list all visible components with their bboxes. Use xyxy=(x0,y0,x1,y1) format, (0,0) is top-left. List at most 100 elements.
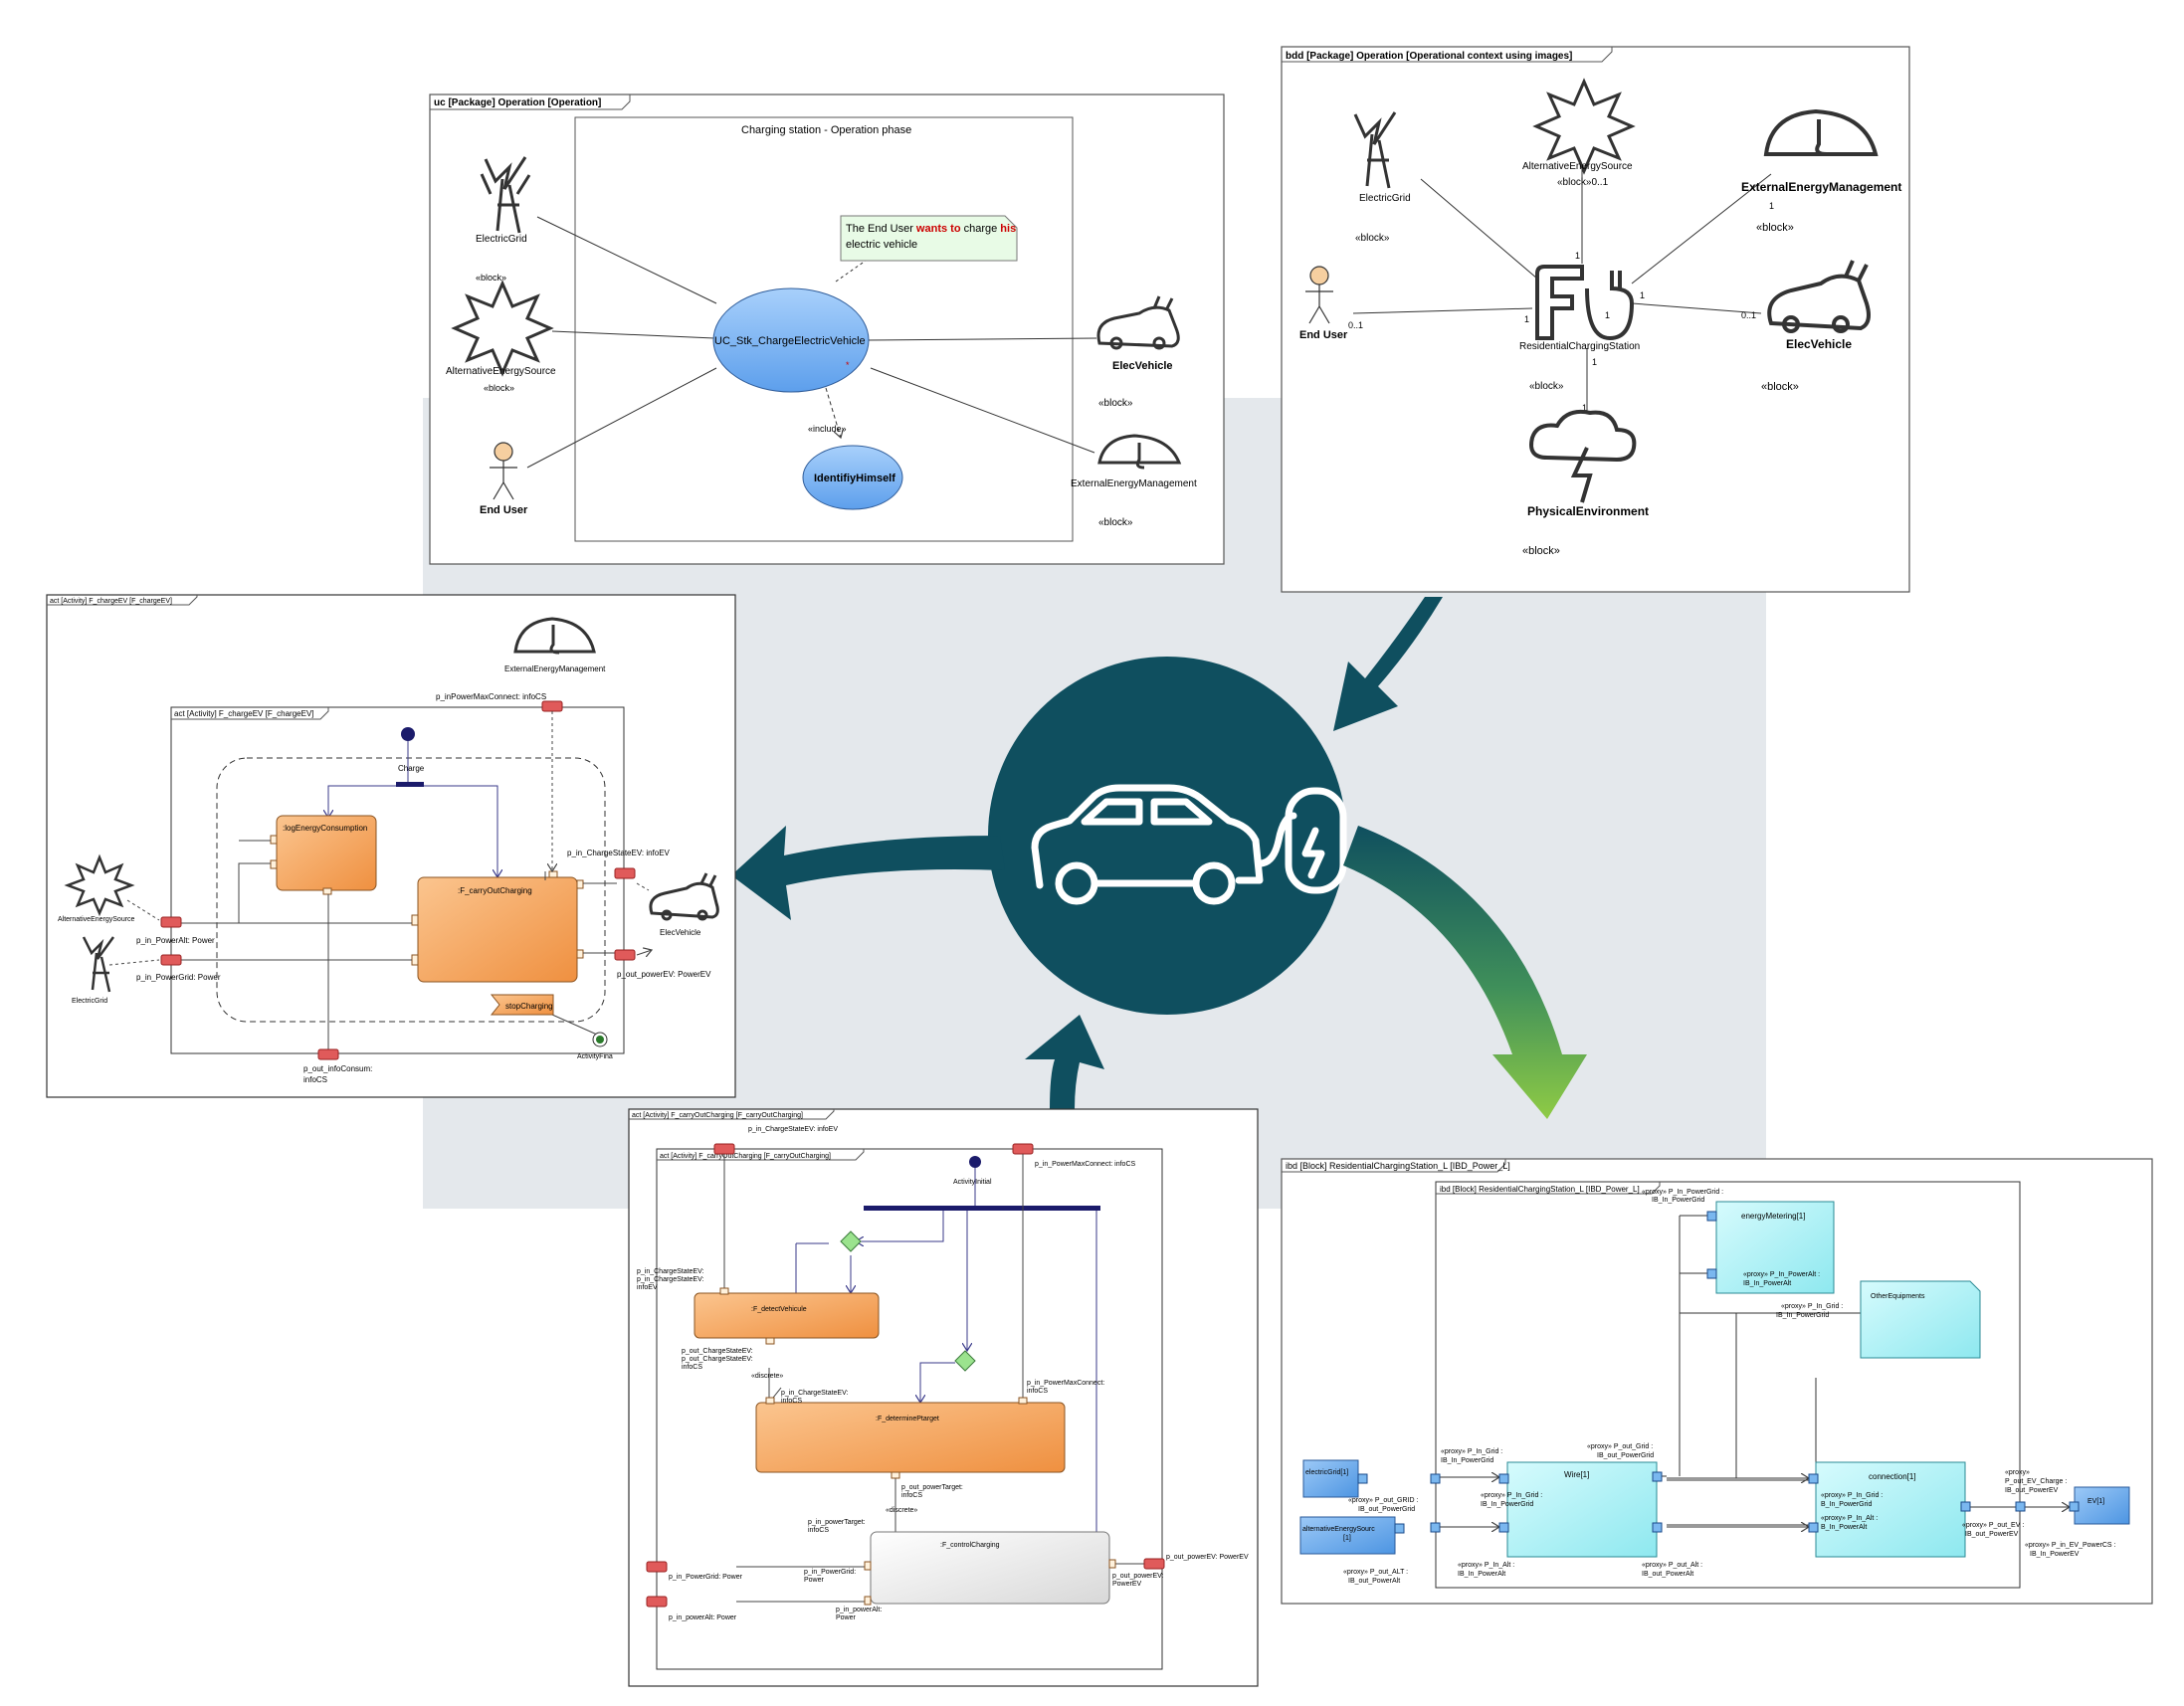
act2-outstate-label: p_out_ChargeStateEV: xyxy=(682,1348,753,1355)
bdd-alternativeenergy-icon xyxy=(1532,78,1636,175)
bdd-block-label: «block» xyxy=(1756,222,1794,234)
ibd-port-label: P_out_EV_Charge : xyxy=(2005,1478,2067,1485)
ibd-port-label: «proxy» P_In_Grid : xyxy=(1481,1492,1542,1499)
uc-stereotype: «block» xyxy=(1098,398,1133,409)
bdd-alternativeenergy-label: AlternativeEnergySource xyxy=(1522,161,1633,172)
ibd-alt-label-2: [1] xyxy=(1343,1535,1351,1542)
act1-interruptible-region xyxy=(216,757,606,1023)
uc-electricgrid-icon xyxy=(480,156,531,234)
act2-pmax-label: p_in_PowerMaxConnect: infoCS xyxy=(1035,1161,1135,1168)
ibd-grid-part[interactable] xyxy=(1302,1459,1359,1498)
act1-carry-action[interactable] xyxy=(417,876,578,983)
act2-pgrid-label: p_in_PowerGrid: Power xyxy=(669,1574,743,1581)
bdd-eem-label: ExternalEnergyManagement xyxy=(1741,180,1901,194)
ibd-other-label: OtherEquipments xyxy=(1871,1293,1925,1300)
uc-eem-label: ExternalEnergyManagement xyxy=(1071,478,1197,489)
act2-ingrid-label: p_in_PowerGrid: xyxy=(804,1569,856,1576)
act1-electricgrid-label: ElectricGrid xyxy=(72,998,107,1005)
ibd-port-label: «proxy» P_In_PowerAlt : xyxy=(1743,1271,1820,1278)
act2-pinmax-label: p_in_PowerMaxConnect: xyxy=(1027,1380,1104,1387)
uc-note xyxy=(840,215,1018,262)
act2-pin-alt xyxy=(646,1596,668,1608)
bdd-mult: 1 xyxy=(1575,251,1580,261)
act1-pin-alt xyxy=(160,916,182,928)
act1-log-label: :logEnergyConsumption xyxy=(283,824,367,833)
bdd-mult: 1 xyxy=(1524,314,1529,324)
ibd-port-label: IB_In_PowerGrid xyxy=(1652,1197,1704,1204)
ev-charging-hub xyxy=(988,657,1347,1015)
ibd-other-part[interactable] xyxy=(1860,1280,1981,1359)
ibd-ev-label: EV[1] xyxy=(2087,1498,2104,1505)
act1-pgrid-label: p_in_PowerGrid: Power xyxy=(136,973,221,982)
act1-palt-label: p_in_PowerAlt: Power xyxy=(136,936,215,945)
arrow-in-bottom xyxy=(1025,1015,1104,1109)
ibd-alt-part[interactable] xyxy=(1299,1516,1396,1555)
uc-elecvehicle-label: ElecVehicle xyxy=(1112,360,1173,372)
act2-determine-action[interactable] xyxy=(755,1402,1066,1473)
act2-outtarget-label: p_out_powerTarget: xyxy=(901,1484,963,1491)
ibd-metering-part[interactable] xyxy=(1715,1201,1835,1294)
act2-pinstatedet-label: p_in_ChargeStateEV: xyxy=(781,1390,849,1397)
uc-note-text-2: electric vehicle xyxy=(846,239,917,251)
ibd-port-label: «proxy» P_In_Grid : xyxy=(1441,1448,1502,1455)
act1-eem-icon xyxy=(513,617,596,655)
bdd-enduser-icon xyxy=(1305,266,1333,324)
ibd-ports xyxy=(1357,1211,2080,1534)
uc-main-usecase[interactable] xyxy=(712,287,870,393)
bdd-physicalenv-icon xyxy=(1529,409,1637,503)
uc-sub-usecase[interactable] xyxy=(802,445,903,510)
uc-electricgrid-label: ElectricGrid xyxy=(476,234,527,245)
ibd-port-label: «proxy» P_out_Alt : xyxy=(1642,1562,1702,1569)
ibd-alt-label: alternativeEnergySourc xyxy=(1302,1526,1375,1533)
act2-poutev-label: p_out_powerEV: PowerEV xyxy=(1166,1554,1249,1561)
act2-pin-state xyxy=(713,1143,735,1155)
ibd-port-label: IB_out_PowerEV xyxy=(2005,1487,2059,1494)
act1-final-label: ActivityFina xyxy=(577,1053,613,1060)
act2-small-pins xyxy=(719,1287,1116,1606)
bdd-block-label: «block» xyxy=(1761,381,1799,393)
ibd-port-label: IB_In_PowerGrid xyxy=(1776,1312,1829,1319)
hub-circle xyxy=(988,657,1346,1015)
act1-consum-label: p_out_infoConsum: xyxy=(303,1064,372,1073)
act2-pinstate-label: infoEV xyxy=(637,1284,658,1291)
arrow-out-left xyxy=(731,826,1005,920)
arrow-out-bottomright xyxy=(1343,826,1587,1119)
uc-main-usecase-label: UC_Stk_ChargeElectricVehicle xyxy=(714,335,866,347)
act2-pin-max xyxy=(1012,1143,1034,1155)
uc-stereotype: «block» xyxy=(484,383,514,393)
uc-include-label: «include» xyxy=(808,424,847,434)
act2-fork xyxy=(864,1206,1100,1211)
uc-eem-icon xyxy=(1097,434,1182,470)
act2-detect-action[interactable] xyxy=(694,1292,880,1339)
act1-fork xyxy=(396,782,424,787)
act2-discrete-label: «discrete» xyxy=(751,1373,783,1380)
act2-inalt-label: Power xyxy=(836,1614,857,1621)
act2-palt-label: p_in_powerAlt: Power xyxy=(669,1614,737,1621)
act1-small-pins xyxy=(270,835,584,966)
act2-outstate-label: infoCS xyxy=(682,1364,702,1371)
act1-pmax-label: p_inPowerMaxConnect: infoCS xyxy=(436,692,546,701)
ibd-grid-label: electricGrid[1] xyxy=(1305,1469,1348,1476)
bdd-block-label: «block» xyxy=(1522,545,1560,557)
ibd-frame-label: ibd [Block] ResidentialChargingStation_L… xyxy=(1286,1161,1510,1171)
act2-frame-label: act [Activity] F_carryOutCharging [F_car… xyxy=(632,1112,803,1119)
ibd-port-label: «proxy» P_In_Grid : xyxy=(1781,1303,1843,1310)
bdd-electricgrid-icon xyxy=(1353,111,1397,189)
flow-arrows xyxy=(731,597,1587,1119)
uc-note-text: The End User wants to charge his xyxy=(846,223,1016,235)
ibd-connection-part[interactable] xyxy=(1815,1461,1966,1558)
act1-frame-label: act [Activity] F_chargeEV [F_chargeEV] xyxy=(50,598,172,605)
bdd-enduser-label: End User xyxy=(1299,329,1348,341)
act2-pinmax-label: infoCS xyxy=(1027,1388,1048,1395)
act1-stop-signal[interactable] xyxy=(490,994,554,1016)
ibd-port-label: IB_In_PowerAlt xyxy=(1458,1571,1505,1578)
act2-ingrid-label: Power xyxy=(804,1577,825,1584)
ibd-ev-part[interactable] xyxy=(2074,1486,2130,1525)
ibd-wire-part[interactable] xyxy=(1506,1461,1658,1558)
act2-outstate-label: p_out_ChargeStateEV: xyxy=(682,1356,753,1363)
bdd-mult: 0..1 xyxy=(1348,320,1363,330)
ibd-port-label: IB_In_PowerEV xyxy=(2030,1551,2080,1558)
ibd-wire-label: Wire[1] xyxy=(1564,1470,1589,1479)
bdd-frame-label: bdd [Package] Operation [Operational con… xyxy=(1286,51,1572,62)
